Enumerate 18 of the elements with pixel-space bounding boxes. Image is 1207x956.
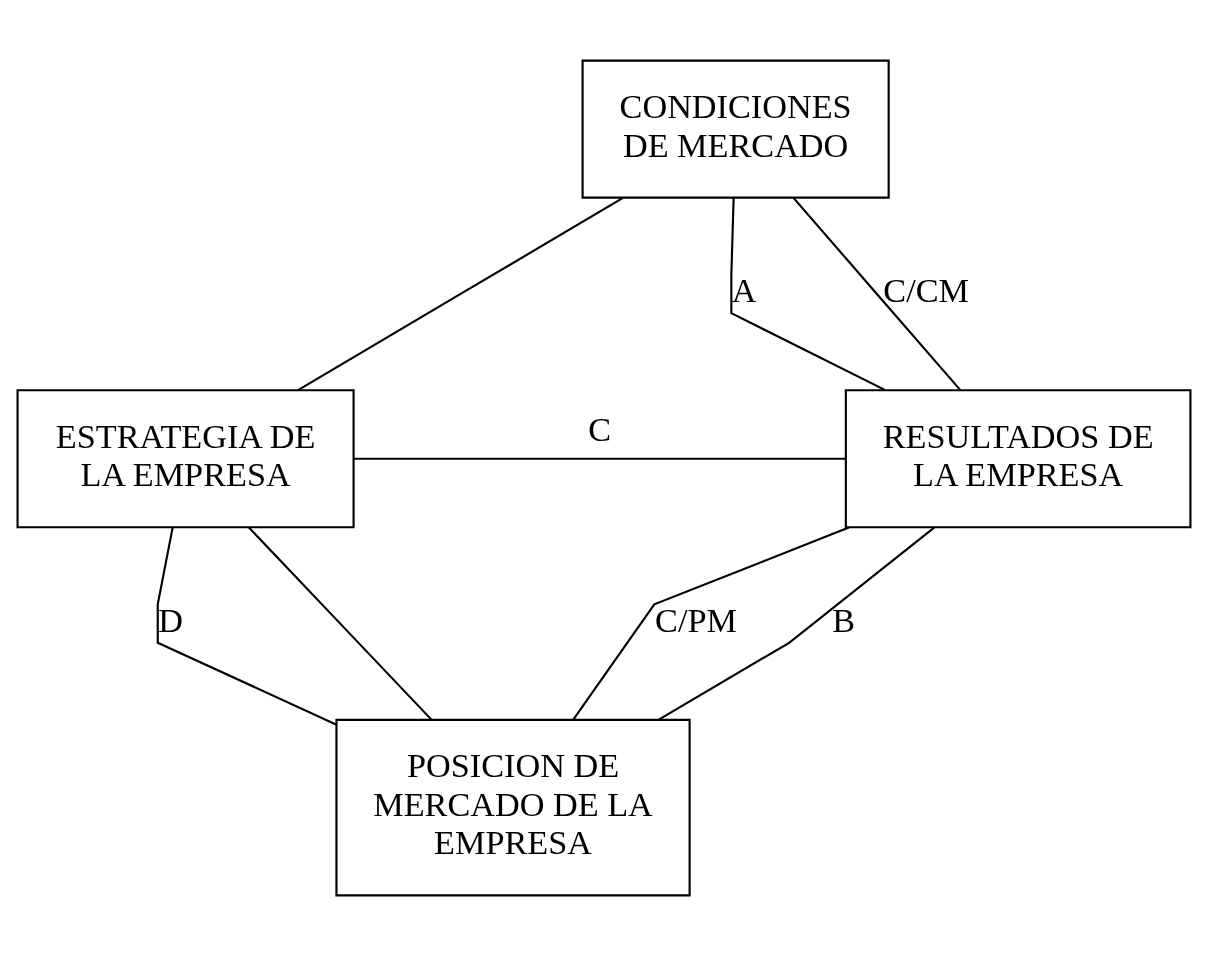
node-box: ESTRATEGIA DE LA EMPRESA: [16, 389, 355, 529]
edge-label: B: [831, 600, 855, 639]
edge-label: C: [587, 410, 611, 449]
edge-label: C/PM: [654, 600, 737, 639]
edge-label: C/CM: [882, 271, 969, 310]
connector: [657, 526, 935, 721]
connector: [729, 197, 885, 391]
connector: [792, 197, 961, 391]
connector: [156, 527, 337, 726]
connector: [571, 526, 849, 721]
edge-label: A: [731, 271, 757, 310]
connector: [353, 457, 846, 460]
connector: [297, 196, 624, 391]
connector: [247, 526, 432, 721]
node-box: CONDICIONES DE MERCADO: [581, 59, 890, 199]
edge-label: D: [157, 600, 183, 639]
node-box: POSICION DE MERCADO DE LA EMPRESA: [334, 718, 691, 897]
node-box: RESULTADOS DE LA EMPRESA: [844, 389, 1191, 529]
